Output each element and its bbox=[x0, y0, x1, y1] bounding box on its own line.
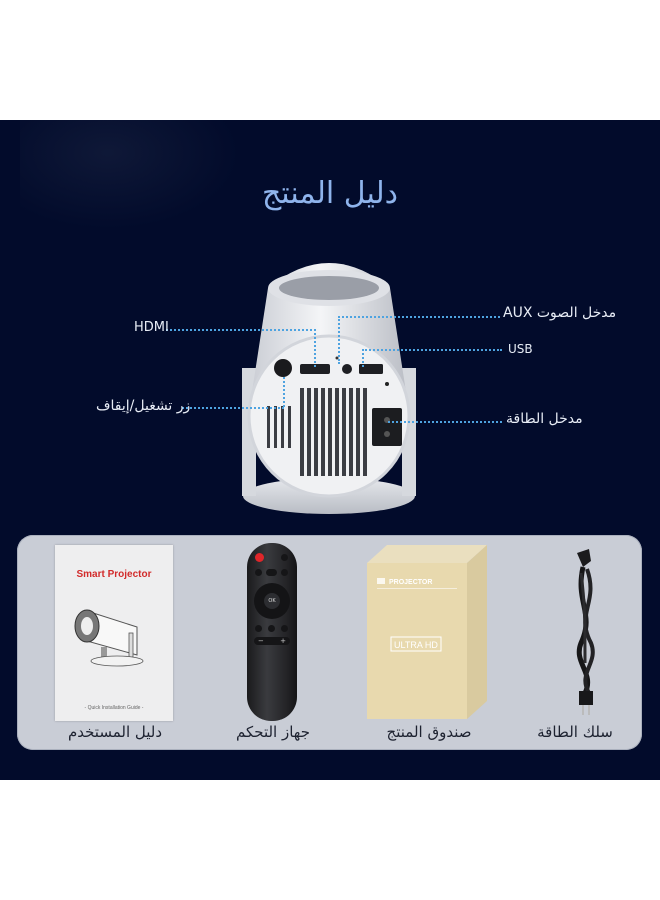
remote-icon: OK −+ bbox=[247, 543, 297, 721]
usb-label: USB bbox=[508, 342, 533, 356]
usb-leader-line-v bbox=[362, 349, 364, 367]
aux-leader-line bbox=[338, 316, 500, 318]
power-button-label: زر تشغيل/إيقاف bbox=[96, 398, 191, 414]
item-label-manual: دليل المستخدم bbox=[67, 723, 163, 741]
hdmi-label: HDMI bbox=[134, 320, 169, 335]
power-input-label: مدخل الطاقة bbox=[506, 411, 583, 427]
hdmi-leader-line bbox=[166, 329, 316, 331]
box-brand: PROJECTOR bbox=[389, 579, 432, 586]
power-button-leader-line-v bbox=[283, 377, 285, 407]
product-guide-panel: دليل المنتج bbox=[0, 120, 660, 780]
item-label-remote: جهاز التحكم bbox=[236, 723, 310, 741]
projector-rear-illustration bbox=[242, 263, 416, 514]
aux-leader-line-v bbox=[338, 316, 340, 364]
box-badge: ULTRA HD bbox=[394, 640, 438, 650]
manual-title: Smart Projector bbox=[76, 569, 152, 580]
remote-ok-button: OK bbox=[264, 593, 280, 609]
remote-power-button-icon bbox=[255, 553, 264, 562]
power-input-leader-line bbox=[388, 421, 502, 423]
hdmi-leader-line-v bbox=[314, 329, 316, 367]
usb-leader-line bbox=[362, 349, 502, 351]
item-label-power-cord: سلك الطاقة bbox=[537, 723, 613, 741]
manual-footer: - Quick Installation Guide - bbox=[84, 705, 144, 711]
aux-label: مدخل الصوت AUX bbox=[503, 305, 617, 321]
power-cord-icon bbox=[576, 549, 595, 715]
remote-dpad-icon: OK bbox=[254, 583, 290, 619]
page-title: دليل المنتج bbox=[261, 176, 399, 211]
item-label-box: صندوق المنتج bbox=[386, 723, 472, 741]
manual-icon: Smart Projector - Quick Installation Gui… bbox=[55, 545, 173, 721]
remote-volume-rocker-icon: −+ bbox=[254, 637, 290, 645]
power-button-leader-line bbox=[182, 407, 284, 409]
box-icon: PROJECTOR ULTRA HD bbox=[367, 545, 487, 719]
remote-mute-button-icon bbox=[281, 554, 288, 561]
background-glow bbox=[20, 120, 240, 230]
package-contents-card: Smart Projector - Quick Installation Gui… bbox=[17, 535, 642, 750]
manual-projector-sketch bbox=[74, 609, 144, 667]
